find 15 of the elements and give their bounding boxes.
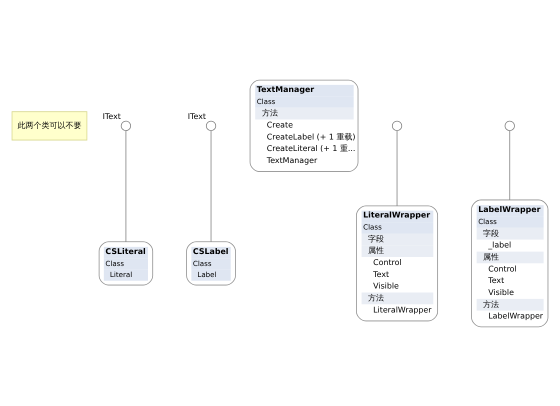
node-box: LiteralWrapper Class 字段 属性 Control Text Visible 方法 LiteralWrapper [356, 204, 438, 321]
node-box: 此两个类可以不要 [12, 110, 88, 140]
node-box: LabelWrapper Class 字段 _label 属性 Control Text Visible 方法 LabelWrapper [471, 199, 548, 327]
connector [210, 130, 212, 242]
node-circle [504, 120, 515, 130]
node-box: CSLabel Class Label [186, 240, 236, 285]
node-label: IText [102, 111, 121, 120]
node-label: IText [188, 111, 206, 120]
node-box: TextManager Class 方法 Create CreateLabel (+ 1 重载) CreateLiteral (+ 1 重... TextManager [250, 79, 358, 172]
node-circle [206, 120, 216, 130]
connector [509, 130, 510, 200]
node-circle [120, 120, 132, 130]
connector [396, 130, 398, 206]
node-circle [392, 120, 402, 130]
node-box: CSLiteral Class Literal [98, 240, 154, 285]
